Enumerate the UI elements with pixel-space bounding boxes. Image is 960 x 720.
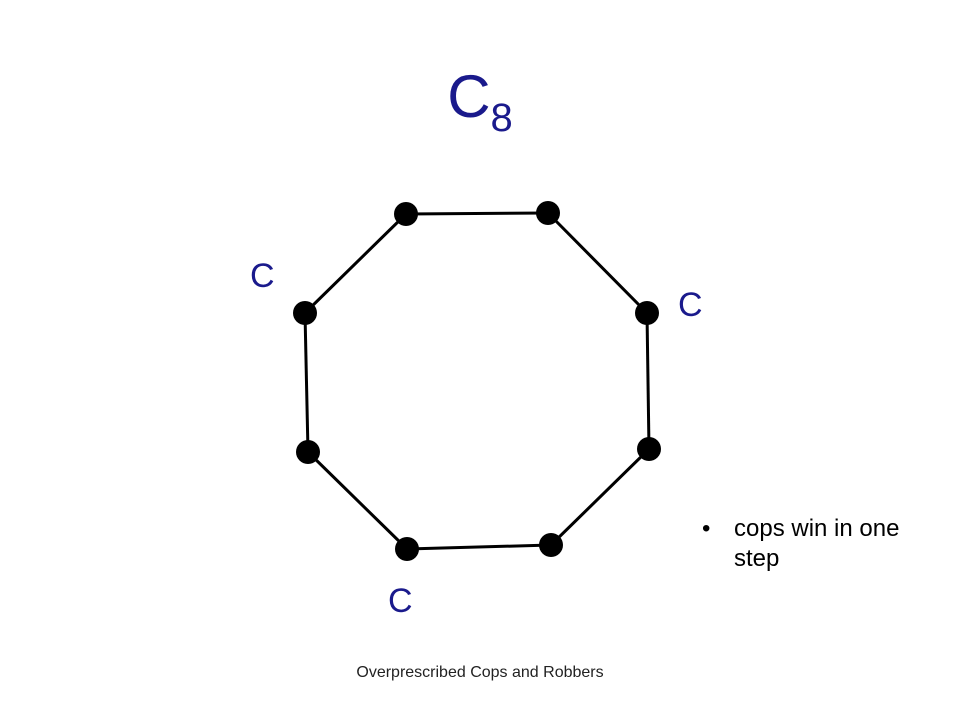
bullet-text: cops win in one step bbox=[734, 515, 900, 572]
graph-edge bbox=[645, 312, 651, 450]
title-main: C bbox=[447, 63, 491, 130]
graph-edge bbox=[303, 212, 408, 315]
graph-vertex bbox=[394, 202, 418, 226]
cop-label-left: C bbox=[250, 257, 275, 295]
graph-vertex bbox=[293, 301, 317, 325]
cop-label-right: C bbox=[678, 286, 703, 324]
graph-edges bbox=[303, 211, 651, 551]
graph-edge bbox=[546, 211, 649, 315]
graph-vertex bbox=[635, 301, 659, 325]
graph-vertex bbox=[395, 537, 419, 561]
graph-edge bbox=[405, 211, 549, 216]
graph-edge bbox=[303, 312, 310, 453]
graph-vertex bbox=[539, 533, 563, 557]
graph-vertex bbox=[296, 440, 320, 464]
graph-edge bbox=[406, 543, 552, 551]
footer-text: Overprescribed Cops and Robbers bbox=[356, 664, 604, 681]
graph-edge bbox=[549, 447, 651, 547]
cop-label-bottom: C bbox=[388, 582, 413, 620]
graph-edge bbox=[306, 450, 409, 551]
bullet-marker: • bbox=[702, 515, 711, 542]
graph-vertices bbox=[293, 201, 661, 561]
graph-vertex bbox=[536, 201, 560, 225]
slide-title: C8 bbox=[0, 62, 960, 153]
graph-vertex bbox=[637, 437, 661, 461]
title-subscript: 8 bbox=[490, 96, 513, 140]
